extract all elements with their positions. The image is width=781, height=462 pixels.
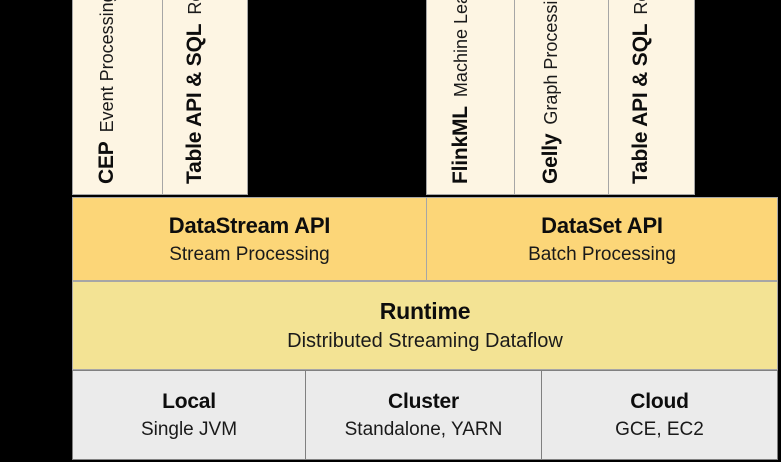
api-subtitle: Batch Processing bbox=[528, 243, 676, 265]
library-desc: Machine Learning bbox=[450, 0, 471, 98]
library-desc: Event Processing bbox=[97, 0, 118, 133]
deployment-cell-local[interactable]: Local Single JVM bbox=[72, 370, 305, 460]
library-name: Table API & SQL bbox=[182, 23, 206, 184]
api-title: DataStream API bbox=[168, 212, 331, 238]
deployment-subtitle: Standalone, YARN bbox=[344, 418, 503, 440]
library-desc: Graph Processing bbox=[541, 0, 562, 125]
deployment-subtitle: Single JVM bbox=[140, 418, 238, 440]
library-label-gelly: Gelly Graph Processing bbox=[539, 0, 563, 184]
deployment-band: Local Single JVM Cluster Standalone, YAR… bbox=[72, 370, 778, 460]
library-desc: Relational bbox=[631, 0, 651, 15]
library-name: Gelly bbox=[539, 133, 563, 184]
library-group-stream: CEP Event Processing Table API & SQL Rel… bbox=[72, 0, 248, 195]
library-label-flinkml: FlinkML Machine Learning bbox=[448, 0, 472, 184]
api-cell-datastream[interactable]: DataStream API Stream Processing bbox=[72, 197, 426, 281]
library-column-flinkml[interactable]: FlinkML Machine Learning bbox=[427, 0, 516, 194]
deployment-cell-cloud[interactable]: Cloud GCE, EC2 bbox=[541, 370, 778, 460]
deployment-cell-cluster[interactable]: Cluster Standalone, YARN bbox=[305, 370, 541, 460]
library-label-table-api-sql-batch: Table API & SQL Relational bbox=[629, 0, 653, 184]
deployment-title: Local bbox=[162, 389, 216, 413]
library-column-cep[interactable]: CEP Event Processing bbox=[73, 0, 163, 194]
library-name: FlinkML bbox=[448, 106, 472, 184]
api-band: DataStream API Stream Processing DataSet… bbox=[72, 197, 778, 281]
library-column-table-api-sql-stream[interactable]: Table API & SQL Relational bbox=[163, 0, 247, 194]
library-desc: Relational bbox=[185, 0, 205, 15]
library-group-batch: FlinkML Machine Learning Gelly Graph Pro… bbox=[426, 0, 695, 195]
library-label-cep: CEP Event Processing bbox=[95, 0, 119, 184]
runtime-subtitle: Distributed Streaming Dataflow bbox=[287, 330, 563, 352]
library-column-table-api-sql-batch[interactable]: Table API & SQL Relational bbox=[609, 0, 694, 194]
api-subtitle: Stream Processing bbox=[169, 243, 330, 265]
runtime-title: Runtime bbox=[379, 298, 471, 324]
library-label-table-api-sql-stream: Table API & SQL Relational bbox=[182, 0, 206, 184]
library-name: CEP bbox=[95, 141, 119, 184]
api-cell-dataset[interactable]: DataSet API Batch Processing bbox=[426, 197, 778, 281]
library-column-gelly[interactable]: Gelly Graph Processing bbox=[515, 0, 609, 194]
runtime-band[interactable]: Runtime Distributed Streaming Dataflow bbox=[72, 281, 778, 370]
api-title: DataSet API bbox=[541, 212, 663, 238]
library-name: Table API & SQL bbox=[629, 23, 653, 184]
deployment-subtitle: GCE, EC2 bbox=[615, 418, 704, 440]
deployment-title: Cluster bbox=[388, 389, 459, 413]
deployment-title: Cloud bbox=[630, 389, 689, 413]
